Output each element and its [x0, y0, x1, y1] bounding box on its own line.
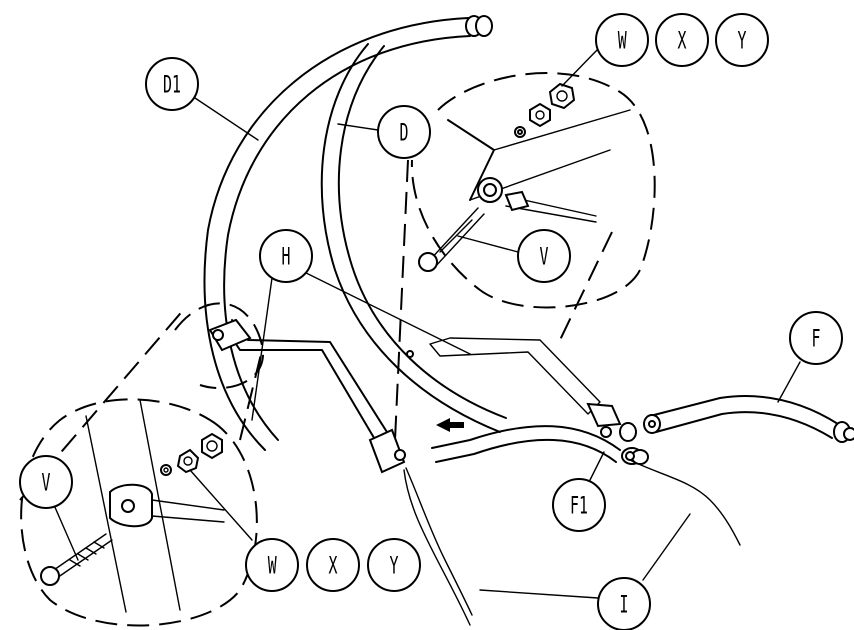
callout-h: H — [259, 229, 313, 283]
label-x-bottom: X — [329, 551, 338, 580]
callout-v-left: V — [19, 455, 73, 509]
tube-d — [320, 43, 507, 433]
callout-x-top: X — [655, 13, 709, 67]
callout-d1: D1 — [145, 57, 199, 111]
callout-i: I — [597, 577, 651, 630]
label-y-top: Y — [738, 26, 747, 55]
label-h: H — [282, 242, 291, 271]
cable-i — [403, 459, 741, 626]
callout-y-bottom: Y — [367, 538, 421, 592]
label-x-top: X — [678, 26, 687, 55]
callout-v-top: V — [517, 229, 571, 283]
callout-f: F — [789, 311, 843, 365]
label-w-bottom: W — [268, 551, 278, 580]
callout-w-top: W — [595, 13, 649, 67]
handle-bar-h — [208, 318, 637, 474]
tube-d1 — [203, 15, 493, 451]
label-f1: F1 — [570, 491, 588, 520]
callout-d: D — [377, 105, 431, 159]
label-d1: D1 — [163, 70, 181, 99]
label-y-bottom: Y — [390, 551, 399, 580]
callout-x-bottom: X — [306, 538, 360, 592]
callout-f1: F1 — [552, 478, 606, 532]
callout-w-bottom: W — [245, 538, 299, 592]
label-i: I — [620, 590, 629, 619]
bar-f — [643, 395, 854, 443]
callout-y-top: Y — [715, 13, 769, 67]
label-d: D — [400, 118, 409, 147]
detail-view-top — [394, 72, 656, 441]
direction-arrow — [436, 418, 464, 432]
leader-lines — [53, 47, 801, 599]
label-f: F — [812, 324, 821, 353]
bar-f1 — [431, 425, 649, 465]
label-v-top: V — [540, 242, 549, 271]
label-v-left: V — [42, 468, 51, 497]
label-w-top: W — [618, 26, 628, 55]
